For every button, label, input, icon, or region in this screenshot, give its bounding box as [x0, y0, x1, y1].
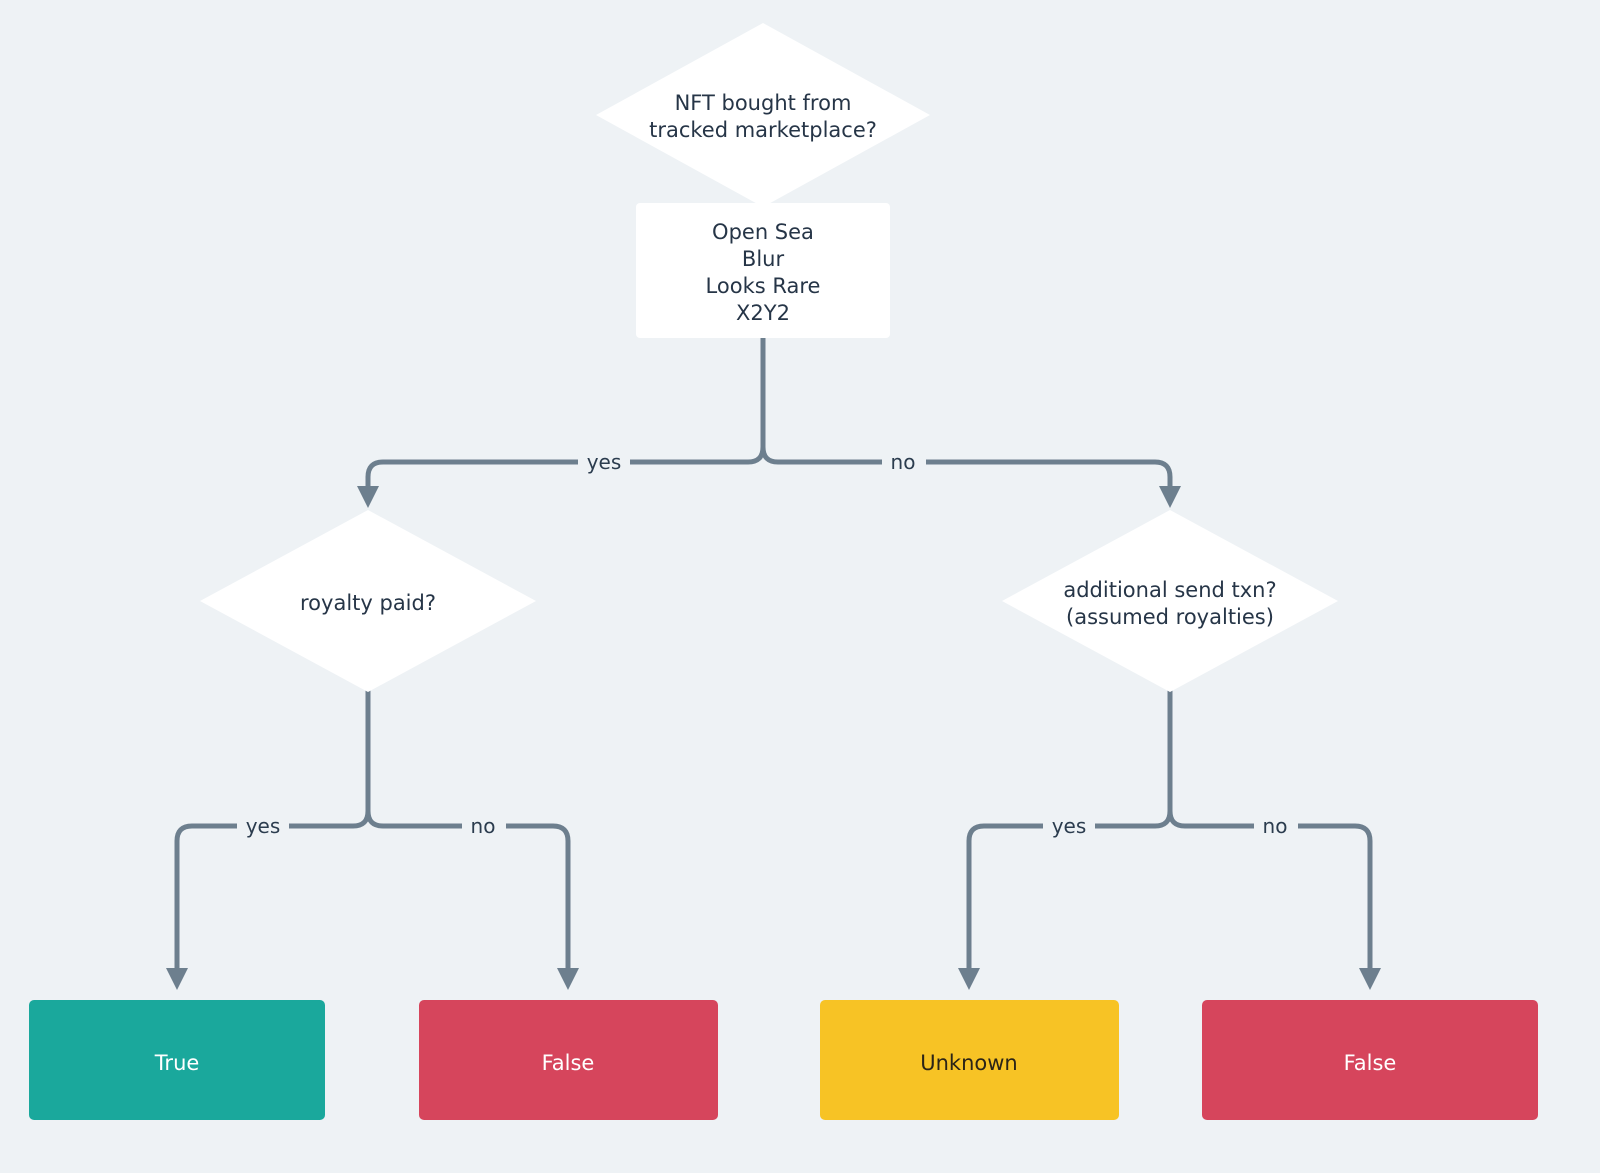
- node-outcome-true[interactable]: True: [29, 1000, 325, 1120]
- label-bg-yes-2: [237, 813, 289, 839]
- marketplace-list-box: [636, 203, 890, 338]
- arrowhead-to-sendtxn: [1159, 486, 1181, 508]
- node-outcome-unknown[interactable]: Unknown: [820, 1000, 1119, 1120]
- marketplace-item-blur: Blur: [742, 247, 785, 271]
- royalty-question-label: royalty paid?: [300, 591, 436, 615]
- root-question-line2: tracked marketplace?: [649, 118, 877, 142]
- marketplace-item-opensea: Open Sea: [712, 220, 814, 244]
- node-outcome-false-left[interactable]: False: [419, 1000, 718, 1120]
- label-bg-yes-3: [1043, 813, 1095, 839]
- outcome-unknown-box: [820, 1000, 1119, 1120]
- arrowhead-to-false-right: [1359, 968, 1381, 990]
- node-royalty-question[interactable]: royalty paid?: [200, 510, 536, 692]
- arrowhead-to-royalty: [357, 486, 379, 508]
- label-bg-no-2: [462, 813, 506, 839]
- marketplace-item-x2y2: X2Y2: [736, 301, 790, 325]
- edge-label-yes-sendtxn: yes: [1052, 814, 1087, 838]
- node-sendtxn-question[interactable]: additional send txn? (assumed royalties): [1002, 510, 1338, 692]
- marketplace-item-looksrare: Looks Rare: [706, 274, 821, 298]
- edge-sendtxn-to-false: [1167, 810, 1373, 970]
- edge-label-no-royalty: no: [471, 814, 496, 838]
- arrowhead-to-true: [166, 968, 188, 990]
- outcome-false-right-label: False: [1344, 1051, 1397, 1075]
- node-outcome-false-right[interactable]: False: [1202, 1000, 1538, 1120]
- label-bg-yes-1: [578, 449, 630, 475]
- root-question-diamond: [596, 23, 930, 207]
- label-bg-no-3: [1254, 813, 1298, 839]
- edge-royalty-to-false: [365, 810, 571, 970]
- edge-label-no-sendtxn: no: [1263, 814, 1288, 838]
- label-bg-no-1: [882, 449, 926, 475]
- arrowhead-to-false-left: [557, 968, 579, 990]
- outcome-false-left-box: [419, 1000, 718, 1120]
- outcome-true-box: [29, 1000, 325, 1120]
- edge-label-no-top: no: [891, 450, 916, 474]
- arrowhead-to-unknown: [958, 968, 980, 990]
- root-question-line1: NFT bought from: [675, 91, 852, 115]
- royalty-question-diamond: [200, 510, 536, 692]
- outcome-false-right-box: [1202, 1000, 1538, 1120]
- edge-list-to-sendtxn: [760, 446, 1173, 490]
- sendtxn-question-line1: additional send txn?: [1063, 578, 1276, 602]
- sendtxn-question-diamond: [1002, 510, 1338, 692]
- outcome-unknown-label: Unknown: [920, 1051, 1017, 1075]
- outcome-true-label: True: [154, 1051, 200, 1075]
- outcome-false-left-label: False: [542, 1051, 595, 1075]
- edge-label-layer: yes no yes no yes no: [237, 449, 1298, 839]
- node-marketplace-list[interactable]: Open Sea Blur Looks Rare X2Y2: [636, 203, 890, 338]
- node-root-question[interactable]: NFT bought from tracked marketplace?: [596, 23, 930, 207]
- edge-label-yes-top: yes: [587, 450, 622, 474]
- edge-list-trunk: [365, 338, 766, 490]
- edge-label-yes-royalty: yes: [246, 814, 281, 838]
- sendtxn-question-line2: (assumed royalties): [1066, 605, 1274, 629]
